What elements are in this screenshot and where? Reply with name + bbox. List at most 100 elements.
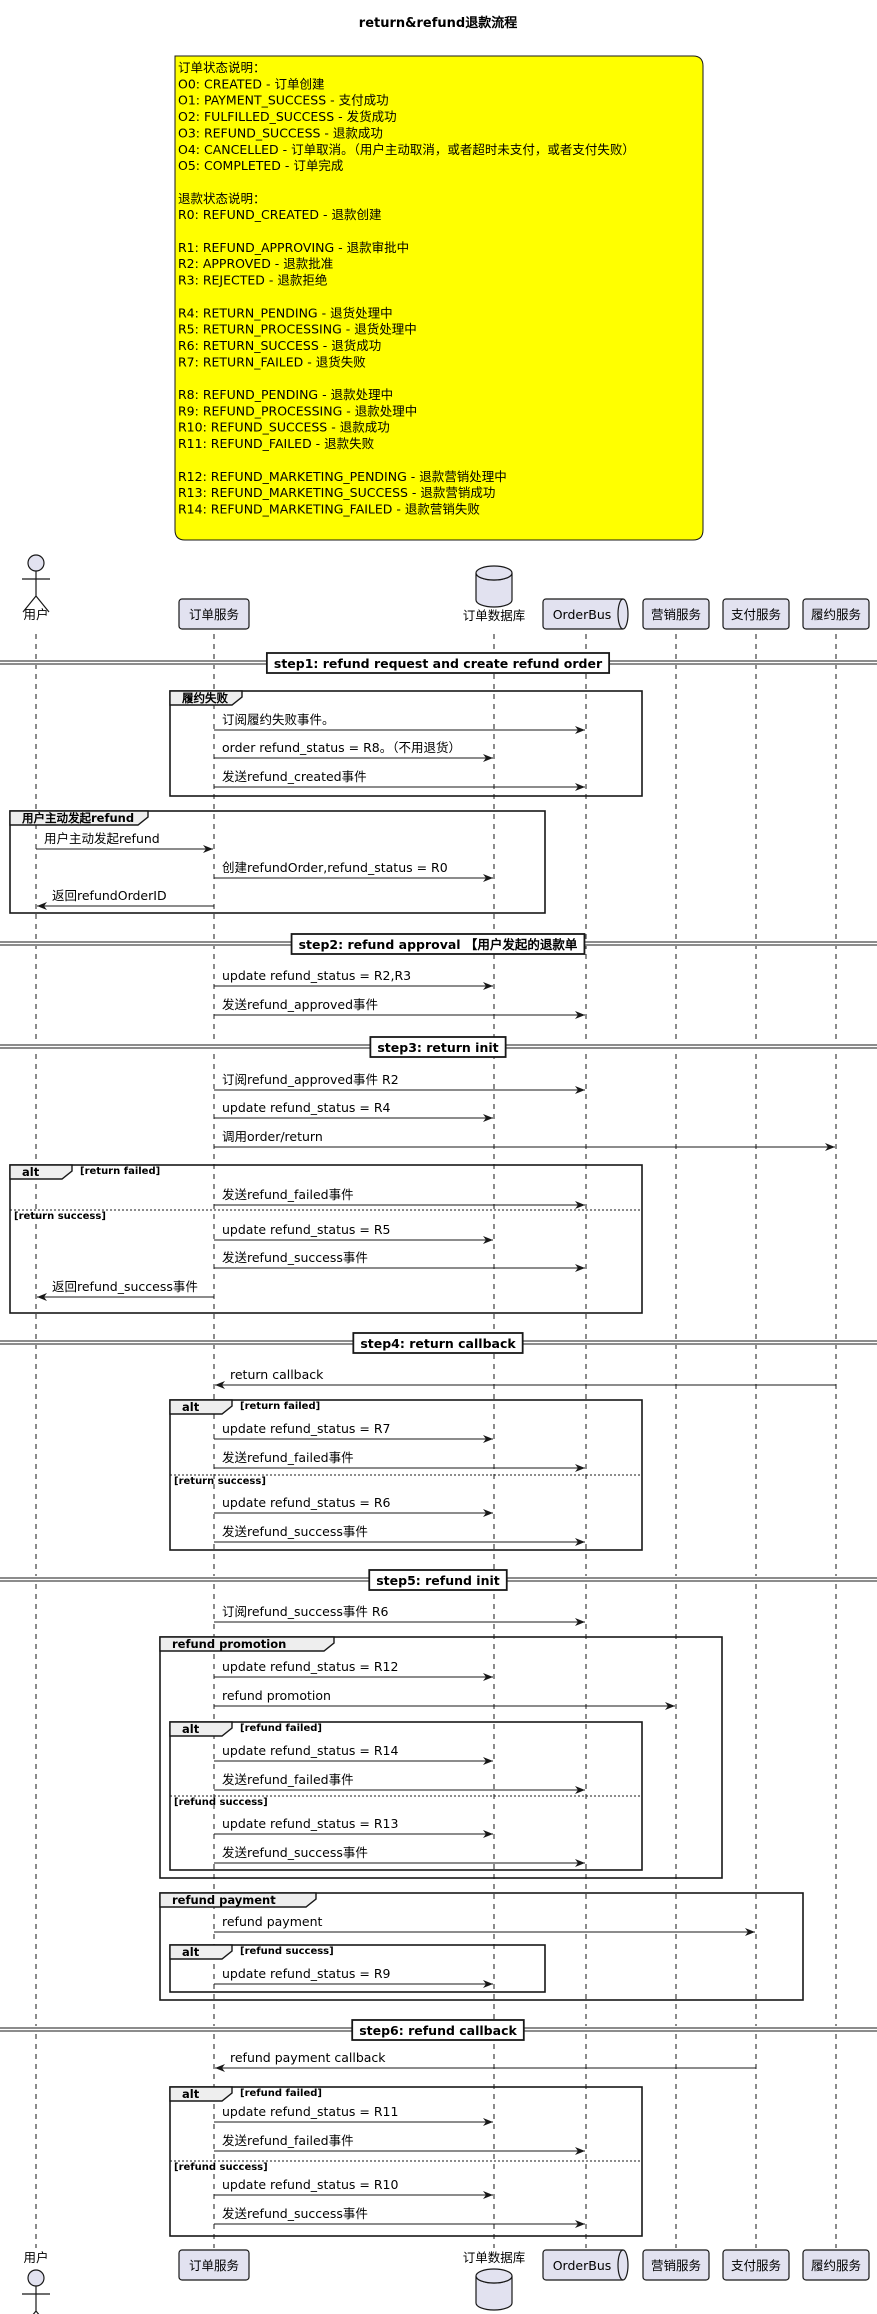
divider-box bbox=[265, 652, 611, 674]
frame-guard: [refund failed] bbox=[240, 2088, 322, 2099]
frame-group: refund promotion bbox=[159, 1636, 723, 1879]
message-label: update refund_status = R13 bbox=[222, 1816, 398, 1831]
participant-user-top: 用户 bbox=[22, 554, 50, 622]
note-line: R12: REFUND_MARKETING_PENDING - 退款营销处理中 bbox=[178, 469, 507, 484]
message-label: update refund_status = R7 bbox=[222, 1421, 390, 1436]
message-arrow: return callback bbox=[215, 1367, 836, 1389]
frame-tab bbox=[159, 1892, 317, 1908]
step-divider: step1: refund request and create refund … bbox=[0, 652, 877, 674]
message-label: 返回refundOrderID bbox=[52, 888, 167, 903]
participant-label: OrderBus bbox=[553, 2258, 612, 2273]
divider-label: step4: return callback bbox=[360, 1336, 516, 1351]
messages: 订阅履约失败事件。order refund_status = R8。（不用退货）… bbox=[36, 712, 836, 2228]
step-divider: step5: refund init bbox=[0, 1569, 877, 1591]
note-line: O4: CANCELLED - 订单取消。（用户主动取消，或者超时未支付，或者支… bbox=[178, 142, 635, 157]
message-arrow: refund promotion bbox=[214, 1688, 675, 1710]
frame-guard: [refund success] bbox=[174, 2162, 268, 2173]
note-line: O0: CREATED - 订单创建 bbox=[178, 76, 325, 91]
frame-label: alt bbox=[182, 2087, 200, 2101]
message-arrow: 发送refund_failed事件 bbox=[214, 1772, 585, 1794]
frame-label: alt bbox=[182, 1400, 200, 1414]
message-label: 调用order/return bbox=[222, 1129, 323, 1144]
message-arrow: update refund_status = R7 bbox=[214, 1421, 493, 1443]
actor-body bbox=[22, 2286, 50, 2314]
message-label: refund payment bbox=[222, 1914, 322, 1929]
message-label: order refund_status = R8。（不用退货） bbox=[222, 740, 461, 755]
message-label: update refund_status = R9 bbox=[222, 1966, 391, 1981]
frame-box bbox=[169, 1944, 546, 1993]
participant-label: 订单数据库 bbox=[463, 608, 526, 623]
message-arrow: 发送refund_success事件 bbox=[214, 1524, 585, 1546]
participant-label: 履约服务 bbox=[811, 2258, 861, 2273]
participant-box bbox=[178, 598, 250, 630]
note-line: R0: REFUND_CREATED - 退款创建 bbox=[178, 207, 382, 222]
message-label: 发送refund_success事件 bbox=[222, 1845, 368, 1860]
message-label: update refund_status = R6 bbox=[222, 1495, 391, 1510]
frame-tab bbox=[159, 1636, 335, 1652]
step-divider: step6: refund callback bbox=[0, 2019, 877, 2041]
message-label: 发送refund_success事件 bbox=[222, 2206, 368, 2221]
message-arrow: update refund_status = R14 bbox=[214, 1743, 493, 1765]
note-line: R2: APPROVED - 退款批准 bbox=[178, 256, 333, 271]
participant-ful-top: 履约服务 bbox=[802, 598, 870, 630]
note-line: R7: RETURN_FAILED - 退货失败 bbox=[178, 354, 366, 369]
message-label: 订阅refund_success事件 R6 bbox=[222, 1604, 389, 1619]
queue-edge bbox=[617, 598, 624, 630]
note-line: O1: PAYMENT_SUCCESS - 支付成功 bbox=[178, 93, 389, 108]
frame-alt: alt[refund failed][refund success] bbox=[169, 1721, 643, 1871]
frame-box bbox=[159, 1892, 804, 2001]
message-label: 发送refund_success事件 bbox=[222, 1250, 368, 1265]
message-arrow: 返回refund_success事件 bbox=[37, 1279, 214, 1301]
frame-tab bbox=[169, 2086, 233, 2102]
participant-label: 营销服务 bbox=[651, 607, 701, 622]
frame-tab bbox=[169, 690, 243, 706]
frame-group: 履约失败 bbox=[169, 690, 643, 797]
divider-box bbox=[352, 1332, 524, 1354]
message-label: 发送refund_failed事件 bbox=[222, 2133, 354, 2148]
participant-box bbox=[642, 2249, 710, 2281]
step-divider: step4: return callback bbox=[0, 1332, 877, 1354]
frame-label: 用户主动发起refund bbox=[21, 811, 134, 825]
divider-box bbox=[368, 1569, 508, 1591]
note-line: R11: REFUND_FAILED - 退款失败 bbox=[178, 436, 375, 451]
message-arrow: refund payment bbox=[214, 1914, 755, 1936]
frame-guard: [return failed] bbox=[240, 1401, 320, 1412]
message-arrow: 发送refund_failed事件 bbox=[214, 1187, 585, 1209]
note-line: R6: RETURN_SUCCESS - 退货成功 bbox=[178, 338, 381, 353]
participant-box bbox=[802, 2249, 870, 2281]
message-arrow: 发送refund_success事件 bbox=[214, 1250, 585, 1272]
message-label: 订阅refund_approved事件 R2 bbox=[222, 1072, 399, 1087]
message-label: update refund_status = R11 bbox=[222, 2104, 398, 2119]
participant-ful-bottom: 履约服务 bbox=[802, 2249, 870, 2281]
message-label: update refund_status = R12 bbox=[222, 1659, 398, 1674]
divider-label: step2: refund approval 【用户发起的退款单 bbox=[299, 937, 578, 952]
divider-label: step1: refund request and create refund … bbox=[274, 656, 603, 671]
message-arrow: order refund_status = R8。（不用退货） bbox=[214, 740, 493, 762]
frame-group: refund payment bbox=[159, 1892, 804, 2001]
message-label: refund payment callback bbox=[230, 2050, 386, 2065]
queue-icon bbox=[542, 598, 629, 630]
frame-alt: alt[refund success] bbox=[169, 1944, 546, 1993]
participant-label: 用户 bbox=[23, 607, 48, 622]
message-label: return callback bbox=[230, 1367, 324, 1382]
message-arrow: update refund_status = R12 bbox=[214, 1659, 493, 1681]
divider-box bbox=[290, 933, 586, 955]
frame-box bbox=[169, 690, 643, 797]
frame-box bbox=[9, 810, 546, 914]
message-arrow: update refund_status = R9 bbox=[214, 1966, 493, 1988]
participant-bus-top: OrderBus bbox=[542, 598, 629, 630]
frame-group: 用户主动发起refund bbox=[9, 810, 546, 914]
message-arrow: update refund_status = R13 bbox=[214, 1816, 493, 1838]
database-top bbox=[475, 2268, 513, 2284]
message-arrow: 发送refund_failed事件 bbox=[214, 2133, 585, 2155]
step-divider: step3: return init bbox=[0, 1036, 877, 1058]
diagram-title: return&refund退款流程 bbox=[359, 15, 517, 31]
divider-label: step5: refund init bbox=[376, 1573, 500, 1588]
note-line: R8: REFUND_PENDING - 退款处理中 bbox=[178, 387, 393, 402]
message-arrow: 订阅refund_success事件 R6 bbox=[214, 1604, 585, 1626]
message-arrow: 返回refundOrderID bbox=[37, 888, 214, 910]
lifelines bbox=[35, 634, 837, 2248]
message-arrow: 发送refund_approved事件 bbox=[214, 997, 585, 1019]
frame-tab bbox=[169, 1721, 233, 1737]
